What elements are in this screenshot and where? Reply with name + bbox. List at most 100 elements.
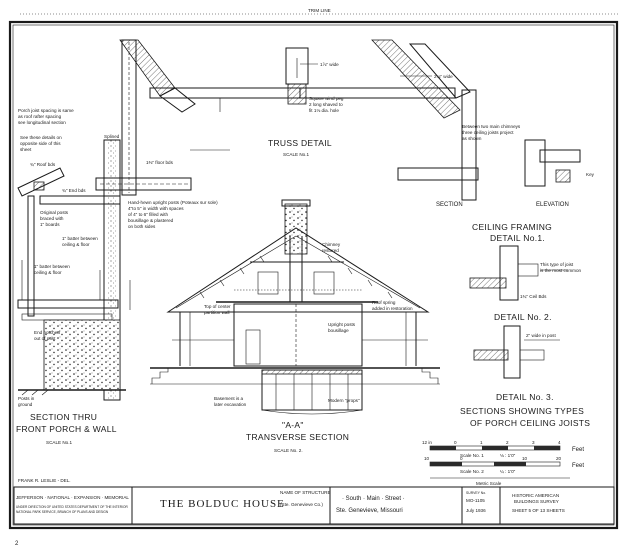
transverse-note-top-1: Top of center — [204, 304, 231, 309]
title-block — [13, 486, 615, 525]
truss-note-roof-bds: ¾" Roof bds — [30, 162, 56, 167]
porch-note-end-bds: ¾" End bds — [62, 188, 86, 193]
ceiling-note-1b: is the most common — [540, 268, 582, 273]
ceiling-title-1: CEILING FRAMING — [472, 222, 552, 232]
scale2-label: Scale No. 2 — [460, 469, 484, 474]
sheet-border — [8, 20, 619, 530]
porch-note-batter-2: ceiling & floor — [62, 242, 90, 247]
habs-line-2: BUILDINGS SURVEY — [514, 499, 559, 504]
corner-mark: 2 — [15, 541, 19, 547]
survey-number: MO-1105 — [466, 498, 485, 503]
porch-note-hewn-5: on both sides — [128, 224, 156, 229]
truss-note-peg-3: fit 1⅛ dia. hole — [309, 108, 339, 113]
scale1-tick-3: 2 — [506, 440, 509, 445]
porch-note-batter-left-1: 1" batter between — [34, 264, 70, 269]
scale1-tick-5: 4 — [558, 440, 561, 445]
structure-sub: (Ste. Genevieve Co.) — [280, 502, 323, 507]
truss-note-porch-2: as roof rafter spacing — [18, 114, 62, 119]
transverse-note-chimney-2: restored — [322, 248, 339, 253]
scale2-feet: Feet — [572, 463, 584, 469]
truss-note-between-1: Between two main chimneys — [462, 124, 521, 129]
truss-note-peg-2: 2 long shaved to — [309, 102, 343, 107]
metric-scale-label: Metric Scale — [476, 481, 502, 486]
transverse-section — [150, 199, 440, 415]
porch-note-notched-2: out of post — [34, 336, 56, 341]
truss-dim-wide-top: 1⅞" wide — [320, 62, 339, 67]
scale-bars — [429, 445, 570, 479]
ceiling-dim-1: 1¾" Ceil Bds — [520, 294, 547, 299]
scale1-tick-1: 0 — [454, 440, 457, 445]
porch-scale: SCALE No.1 — [46, 440, 72, 445]
porch-note-hewn-2: 4"to 5" in width with spaces — [128, 206, 184, 211]
transverse-note-spring-2: added in restoration — [372, 306, 413, 311]
ceiling-note-2: 2" wide in post — [526, 333, 556, 338]
truss-note-porch-3: see longitudinal section — [18, 120, 66, 125]
transverse-note-upright-1: Upright posts — [328, 322, 356, 327]
truss-note-between-2: three ceiling joists project — [462, 130, 514, 135]
scale2-tick-2: 10 — [522, 456, 528, 461]
scale2-tick-1: 0 — [460, 456, 463, 461]
truss-note-see-1: See these details on — [20, 135, 62, 140]
habs-line-1: HISTORIC AMERICAN — [512, 493, 559, 498]
survey-caption: SURVEY No. — [466, 491, 486, 495]
transverse-note-basement-1: Basement is a — [214, 396, 244, 401]
truss-note-splined: Splined — [104, 134, 120, 139]
sheet-number: SHEET 5 OF 13 SHEETS — [512, 508, 565, 513]
truss-scale: SCALE No.1 — [283, 152, 309, 157]
transverse-note-spring-1: Roof spring — [372, 300, 396, 305]
address-line-2: Ste. Genevieve, Missouri — [336, 508, 403, 514]
scale1-tick-2: 1 — [480, 440, 483, 445]
truss-dim-wide-right: 2⅛" wide — [434, 74, 453, 79]
transverse-note-chimney-1: Chimney — [322, 242, 341, 247]
porch-note-orig-2: braced with — [40, 216, 64, 221]
porch-note-notched-1: End notched — [34, 330, 60, 335]
porch-note-hewn-3: of 4" to 6" filled with — [128, 212, 168, 217]
porch-wall-section — [17, 139, 131, 401]
transverse-note-props: Modern "props" — [328, 398, 360, 403]
structure-name: THE BOLDUC HOUSE — [160, 498, 285, 510]
truss-title: TRUSS DETAIL — [268, 138, 332, 148]
ceiling-sections-title-1: SECTIONS SHOWING TYPES — [460, 406, 584, 416]
scale2-tick-3: 20 — [556, 456, 562, 461]
truss-note-porch-1: Porch joist spacing is same — [18, 108, 74, 113]
truss-label-section: SECTION — [436, 202, 463, 208]
ceiling-title-4: DETAIL No. 3. — [496, 392, 554, 402]
transverse-title-2: TRANSVERSE SECTION — [246, 432, 349, 442]
scale2-tick-0: 10 — [424, 456, 430, 461]
survey-date: July 1936 — [466, 508, 486, 513]
porch-title-2: FRONT PORCH & WALL — [16, 424, 117, 434]
ceiling-note-1a: This type of joist — [540, 262, 574, 267]
porch-note-hewn-1: Hand-hewn upright posts (Poteaux sur sol… — [128, 200, 218, 205]
transverse-scale: SCALE No. 2. — [274, 448, 303, 453]
transverse-title-1: "A-A" — [282, 420, 304, 430]
truss-note-see-2: opposite side of this — [20, 141, 61, 146]
porch-note-hewn-4: bousillage & plastered — [128, 218, 174, 223]
structure-caption: NAME OF STRUCTURE — [280, 490, 331, 495]
transverse-note-top-2: partition wall — [204, 310, 230, 315]
ceiling-sections-title-2: OF PORCH CEILING JOISTS — [470, 418, 590, 428]
truss-note-see-3: sheet — [20, 147, 32, 152]
porch-title-1: SECTION THRU — [30, 412, 97, 422]
truss-note-key: Key — [586, 172, 595, 177]
porch-note-batter-1: 1" batter between — [62, 236, 98, 241]
address-line-1: · South · Main · Street · — [342, 496, 405, 502]
truss-note-peg-1: Square wind peg — [309, 96, 344, 101]
scale1-tick-4: 3 — [532, 440, 535, 445]
delineator: FRANK R. LESLIE - DEL. — [18, 478, 71, 483]
truss-label-elevation: ELEVATION — [536, 202, 569, 208]
truss-detail — [95, 39, 581, 201]
ceiling-title-2: DETAIL No.1. — [490, 233, 545, 243]
agency-line-1: JEFFERSON · NATIONAL · EXPANSION · MEMOR… — [16, 495, 129, 500]
transverse-note-basement-2: later excavation — [214, 402, 247, 407]
scale2-ratio: ¼ : 1'0" — [500, 469, 516, 474]
porch-note-ground-1: Posts in — [18, 396, 35, 401]
transverse-note-upright-2: bousillage — [328, 328, 349, 333]
scale1-label: Scale No. 1 — [460, 453, 484, 458]
porch-note-ground-2: ground — [18, 402, 33, 407]
scale1-tick-0: 12 in — [422, 440, 432, 445]
scale1-feet: Feet — [572, 447, 584, 453]
truss-note-floor-bds: 1⅜" floor bds — [146, 160, 174, 165]
sheet-inner-border — [12, 24, 615, 526]
ceiling-title-3: DETAIL No. 2. — [494, 312, 552, 322]
